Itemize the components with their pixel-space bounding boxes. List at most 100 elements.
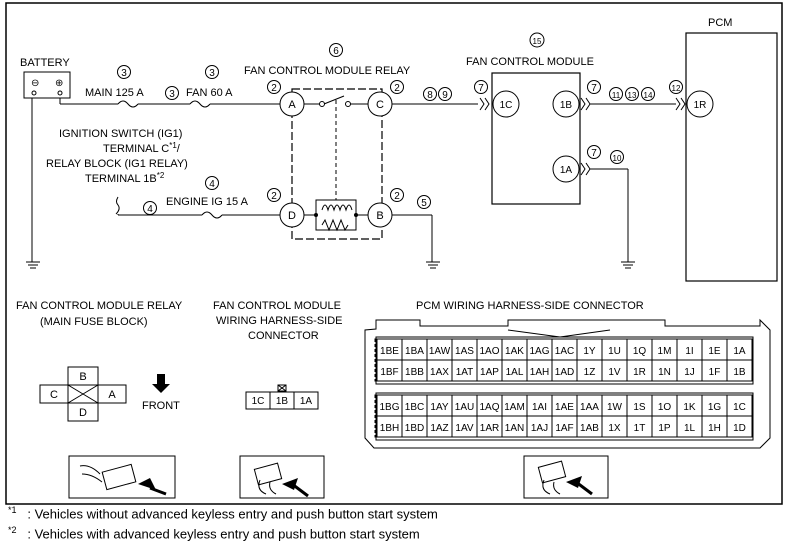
relay-conn-right: A [108,389,116,401]
pcm-pin-label: 1X [608,423,621,434]
callout-7c: 7 [591,148,597,159]
pcm-pin-label: 1AS [455,346,474,357]
pcm-terminal-1r [686,90,714,118]
pcm-pin-label: 1Y [583,346,596,357]
pcm-pin-label: 1H [708,423,721,434]
relay-connector: B C A D [39,366,127,422]
callout-3b: 3 [209,68,215,79]
callout-6: 6 [333,46,339,57]
pcm-pin-label: 1AN [505,423,524,434]
footnote-2-mark: *2 [8,525,17,535]
pcm-pin-label: 1AW [429,346,451,357]
pcm-pin-label: 1AZ [430,423,448,434]
front-label: FRONT [142,400,180,412]
relay-title: FAN CONTROL MODULE RELAY [244,65,411,77]
callout-11: 11 [612,91,621,100]
battery-pos-icon: ⊕ [55,78,63,89]
pcm-pin-label: 1AI [532,402,547,413]
relay-coil [315,199,357,231]
pcm-pin-label: 1AC [555,346,574,357]
callout-2a: 2 [271,83,277,94]
relay-conn-left: C [50,389,58,401]
pcm-pin-label: 1U [608,346,621,357]
pcm-pin-label: 1V [608,367,621,378]
pcm-title: PCM [708,17,732,29]
module-connector: 1C 1B 1A [245,384,319,410]
mod-conn-title-2: WIRING HARNESS-SIDE [216,315,343,327]
ign-line4: TERMINAL 1B*2 [85,171,165,185]
pcm-pin-label: 1R [633,367,646,378]
callout-4b: 4 [147,204,153,215]
svg-text:1A: 1A [560,165,573,176]
callout-10: 10 [613,154,622,163]
module-terminal-1c [492,90,520,118]
pcm-pin-label: 1AP [480,367,499,378]
pcm-pin-label: 1AL [506,367,524,378]
pcm-pin-label: 1J [684,367,695,378]
relay-conn-title-2: (MAIN FUSE BLOCK) [40,316,148,328]
callout-5: 5 [421,198,427,209]
pcm-pin-label: 1BD [405,423,424,434]
svg-text:1B: 1B [560,100,573,111]
relay-conn-title-1: FAN CONTROL MODULE RELAY [16,300,183,312]
module-terminal-1a [552,155,580,183]
pcm-pin-label: 1AV [455,423,473,434]
svg-text:1R: 1R [694,100,707,111]
callout-13: 13 [628,91,637,100]
footnote-1-mark: *1 [8,505,17,515]
pcm-conn-title: PCM WIRING HARNESS-SIDE CONNECTOR [416,300,644,312]
svg-text:1C: 1C [252,396,265,407]
connector-icon-2 [580,97,591,111]
pcm-pin-label: 1T [634,423,646,434]
pcm-pin-label: 1L [684,423,696,434]
callout-9: 9 [442,90,448,101]
pcm-pin-label: 1D [733,423,746,434]
callout-7a: 7 [478,83,484,94]
pcm-pin-label: 1Q [633,346,647,357]
pcm-pin-label: 1AE [555,402,574,413]
svg-text:1A: 1A [300,396,313,407]
callout-2b: 2 [394,83,400,94]
callout-12: 12 [672,84,681,93]
resistor-icon [321,218,349,232]
relay-box [291,88,383,240]
battery-label: BATTERY [20,57,70,69]
pcm-pin-label: 1AM [504,402,525,413]
main-fuse-label: MAIN 125 A [85,87,144,99]
fan-fuse-label: FAN 60 A [186,87,233,99]
footnote-2: *2 : Vehicles with advanced keyless entr… [8,525,420,541]
callout-3a: 3 [121,68,127,79]
pcm-pin-label: 1BC [405,402,424,413]
callout-2c: 2 [271,191,277,202]
footnote-2-text: : Vehicles with advanced keyless entry a… [27,526,420,542]
relay-conn-bottom: D [79,407,87,419]
pcm-pin-label: 1W [607,402,623,413]
pcm-pin-label: 1AB [580,423,599,434]
pcm-pin-label: 1BE [380,346,399,357]
pcm-pin-label: 1A [733,346,746,357]
connector-icon-4 [580,162,591,176]
pcm-pin-label: 1G [708,402,722,413]
mod-conn-title-3: CONNECTOR [248,330,319,342]
fan-fuse-icon [189,100,211,108]
battery-neg-icon: ⊖ [31,78,39,89]
main-fuse-icon [117,100,139,108]
pcm-pin-label: 1BB [405,367,424,378]
svg-text:1C: 1C [500,100,513,111]
module-box [491,72,581,205]
callout-15: 15 [533,37,542,46]
diagram-frame [5,2,783,505]
module-terminal-1b [552,90,580,118]
pcm-pin-label: 1AU [455,402,474,413]
pcm-pin-label: 1AA [580,402,599,413]
pcm-pin-label: 1F [709,367,721,378]
pcm-pin-label: 1E [708,346,721,357]
relay-switch-contact [323,95,345,105]
pcm-pin-label: 1AY [430,402,448,413]
pcm-pin-label: 1BG [379,402,399,413]
pcm-pin-label: 1AO [479,346,499,357]
pcm-pin-label: 1I [685,346,693,357]
pcm-box [685,32,778,282]
